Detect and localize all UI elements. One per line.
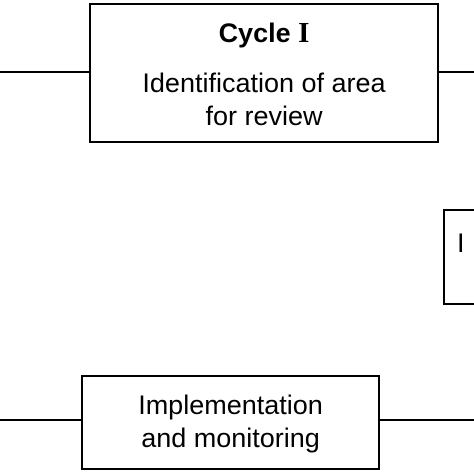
- connector-bottom-right: [379, 419, 474, 421]
- cycle-box-line-1: Identification of area: [142, 68, 386, 98]
- cycle-title-word: Cycle: [218, 18, 291, 48]
- cycle-identification-box: Cycle I Identification of area for revie…: [89, 3, 439, 143]
- cycle-box-text: Identification of area for review: [91, 67, 437, 133]
- implementation-box-line-2: and monitoring: [141, 423, 320, 453]
- implementation-box-text: Implementation and monitoring: [83, 389, 378, 455]
- cycle-box-line-2: for review: [205, 101, 323, 131]
- connector-bottom-left: [0, 419, 82, 421]
- connector-top-right: [438, 71, 474, 73]
- cycle-title: Cycle I: [91, 19, 437, 48]
- implementation-monitoring-box: Implementation and monitoring: [81, 375, 380, 470]
- partial-right-box-text: I: [457, 228, 465, 258]
- cycle-title-numeral: I: [298, 17, 310, 49]
- partial-right-box: I: [443, 209, 474, 305]
- connector-top-left: [0, 71, 90, 73]
- implementation-box-line-1: Implementation: [138, 390, 323, 420]
